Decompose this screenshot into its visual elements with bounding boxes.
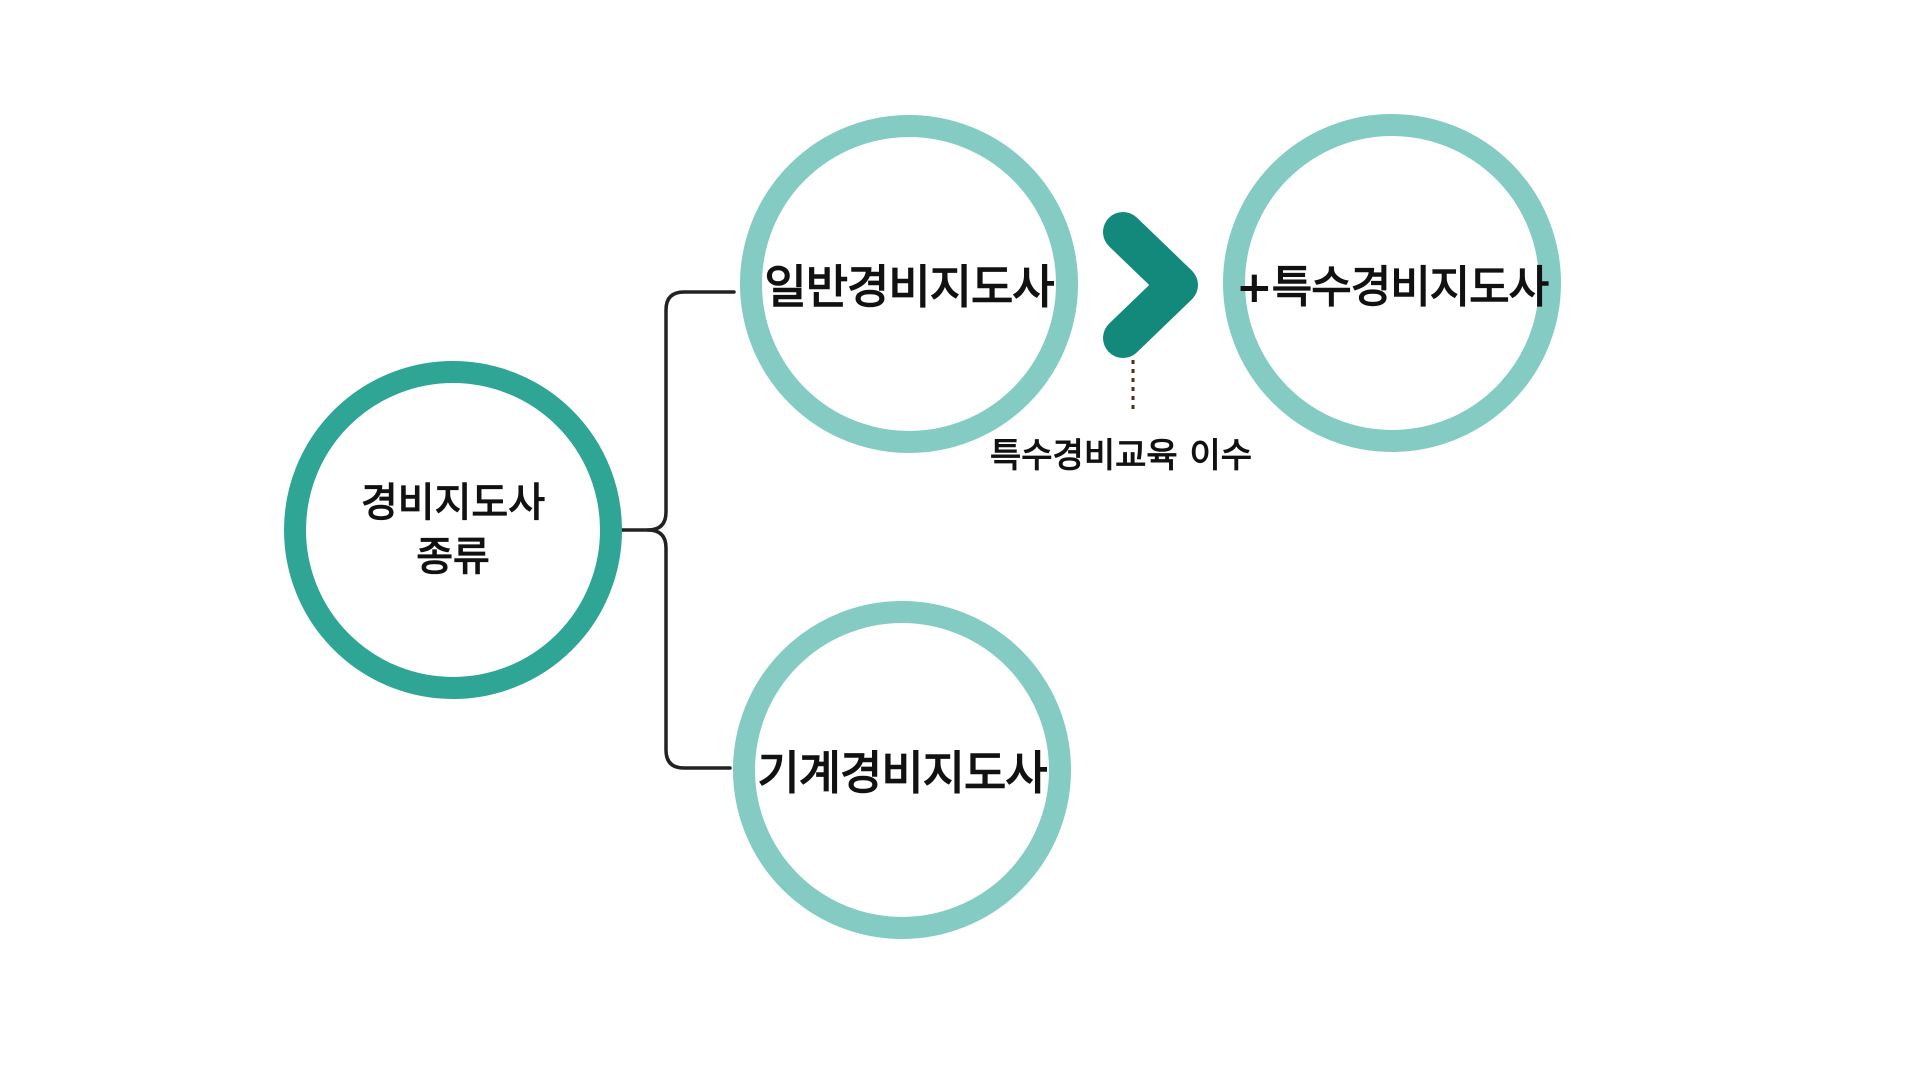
root-node-title: 경비지도사	[361, 480, 545, 526]
machine-guard-node: 기계경비지도사	[733, 601, 1071, 939]
branch-bracket-lower	[646, 528, 732, 770]
upgrade-condition-note: 특수경비교육 이수	[990, 436, 1253, 476]
machine-guard-label: 기계경비지도사	[757, 746, 1047, 800]
general-guard-label: 일반경비지도사	[764, 260, 1054, 314]
root-node-subtitle: 종류	[416, 534, 490, 580]
branch-bracket	[620, 290, 736, 532]
special-guard-node: +특수경비지도사	[1223, 114, 1561, 452]
root-node: 경비지도사 종류	[284, 361, 622, 699]
chevron-right-icon	[1103, 212, 1198, 358]
general-guard-node: 일반경비지도사	[740, 115, 1078, 453]
special-guard-label: +특수경비지도사	[1235, 262, 1549, 313]
